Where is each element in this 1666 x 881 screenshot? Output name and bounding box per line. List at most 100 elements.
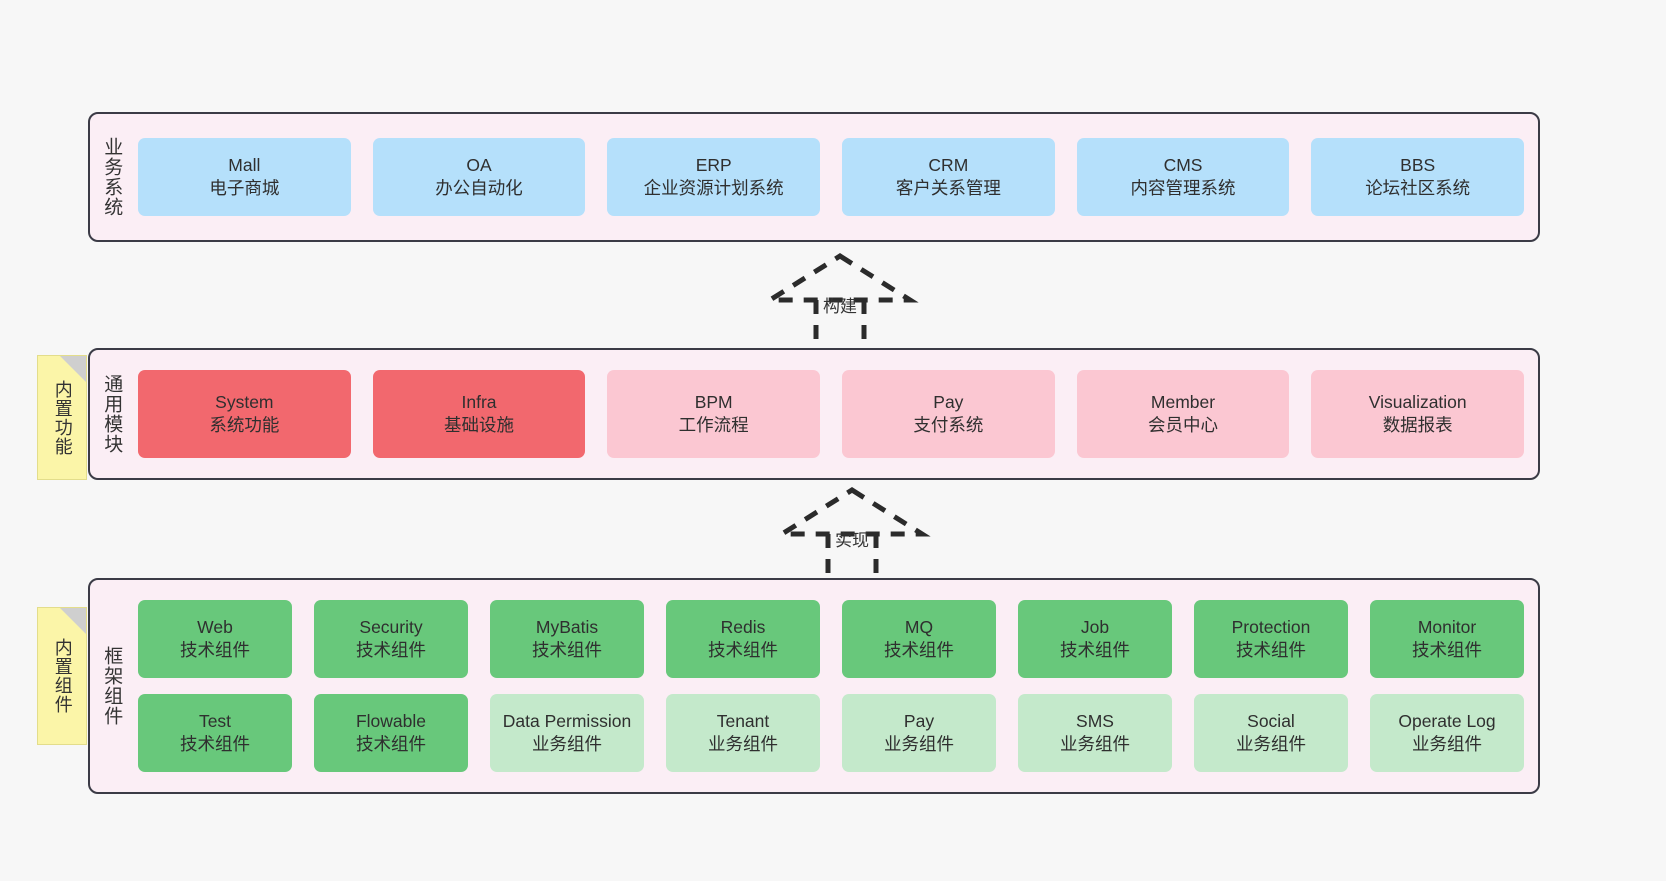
card-bpm[interactable]: BPM 工作流程 (607, 370, 821, 458)
card-visualization[interactable]: Visualization 数据报表 (1311, 370, 1525, 458)
realize-arrowhead-icon (773, 487, 931, 537)
card-mybatis-name: MyBatis (535, 617, 599, 638)
business-system-card-row: Mall 电子商城 OA 办公自动化 ERP 企业资源计划系统 CRM 客户关系… (138, 138, 1525, 216)
card-sms[interactable]: SMS 业务组件 (1018, 694, 1172, 772)
card-pay-component-desc: 业务组件 (884, 734, 954, 754)
layer-title-framework-component: 框架组件 (101, 646, 123, 726)
framework-business-component-row: Test 技术组件 Flowable 技术组件 Data Permission … (138, 694, 1524, 772)
card-social-name: Social (1247, 711, 1295, 732)
card-monitor[interactable]: Monitor 技术组件 (1370, 600, 1524, 678)
card-system-desc: 系统功能 (209, 415, 280, 435)
card-mq[interactable]: MQ 技术组件 (842, 600, 996, 678)
page-fold-icon (60, 608, 86, 634)
card-pay-component[interactable]: Pay 业务组件 (842, 694, 996, 772)
connector-realize-label: 实现 (835, 531, 869, 550)
connector-realize: 实现 (772, 486, 932, 582)
card-pay-module-name: Pay (933, 392, 964, 413)
card-test-desc: 技术组件 (180, 734, 250, 754)
sticky-note-builtin-function[interactable]: 内置功能 (37, 355, 87, 480)
card-erp-desc: 企业资源计划系统 (643, 178, 784, 198)
card-oa[interactable]: OA 办公自动化 (372, 138, 586, 216)
card-test[interactable]: Test 技术组件 (138, 694, 292, 772)
card-visualization-desc: 数据报表 (1382, 415, 1453, 435)
card-operate-log[interactable]: Operate Log 业务组件 (1370, 694, 1524, 772)
card-mybatis[interactable]: MyBatis 技术组件 (490, 600, 644, 678)
card-protection-name: Protection (1231, 617, 1311, 638)
card-job-name: Job (1080, 617, 1110, 638)
card-pay-module[interactable]: Pay 支付系统 (842, 370, 1055, 458)
card-data-permission[interactable]: Data Permission 业务组件 (490, 694, 644, 772)
card-flowable[interactable]: Flowable 技术组件 (314, 694, 468, 772)
card-job-desc: 技术组件 (1060, 640, 1130, 660)
card-security-desc: 技术组件 (356, 640, 426, 660)
card-mall-name: Mall (228, 155, 261, 176)
card-crm-name: CRM (928, 155, 969, 176)
card-operate-log-name: Operate Log (1398, 711, 1496, 732)
card-protection[interactable]: Protection 技术组件 (1194, 600, 1348, 678)
card-protection-desc: 技术组件 (1236, 640, 1306, 660)
card-bbs-name: BBS (1400, 155, 1436, 176)
layer-body-business-system: Mall 电子商城 OA 办公自动化 ERP 企业资源计划系统 CRM 客户关系… (132, 114, 1538, 240)
card-erp[interactable]: ERP 企业资源计划系统 (607, 138, 821, 216)
card-bpm-name: BPM (694, 392, 733, 413)
card-member-name: Member (1150, 392, 1216, 413)
card-sms-desc: 业务组件 (1060, 734, 1130, 754)
connector-build: 构建 (760, 252, 920, 348)
card-flowable-desc: 技术组件 (356, 734, 426, 754)
card-sms-name: SMS (1076, 711, 1114, 732)
layer-business-system: 业务系统 Mall 电子商城 OA 办公自动化 ERP 企业资源计划系统 CRM (88, 112, 1540, 242)
card-oa-name: OA (466, 155, 492, 176)
card-tenant-desc: 业务组件 (708, 734, 778, 754)
card-job[interactable]: Job 技术组件 (1018, 600, 1172, 678)
card-crm[interactable]: CRM 客户关系管理 (842, 138, 1055, 216)
card-cms[interactable]: CMS 内容管理系统 (1076, 138, 1290, 216)
card-mall[interactable]: Mall 电子商城 (138, 138, 351, 216)
layer-body-framework-component: Web 技术组件 Security 技术组件 MyBatis 技术组件 Redi… (132, 580, 1538, 792)
card-cms-name: CMS (1163, 155, 1203, 176)
card-mq-desc: 技术组件 (884, 640, 954, 660)
card-visualization-name: Visualization (1368, 392, 1467, 413)
card-infra-name: Infra (461, 392, 497, 413)
card-pay-component-name: Pay (903, 711, 935, 732)
card-bbs-desc: 论坛社区系统 (1365, 178, 1471, 198)
card-flowable-name: Flowable (355, 711, 427, 732)
page-fold-icon (60, 356, 86, 382)
card-tenant-name: Tenant (716, 711, 770, 732)
card-system[interactable]: System 系统功能 (138, 370, 351, 458)
card-web[interactable]: Web 技术组件 (138, 600, 292, 678)
card-oa-desc: 办公自动化 (435, 178, 523, 198)
sticky-note-builtin-component-label: 内置组件 (52, 638, 73, 714)
card-monitor-name: Monitor (1417, 617, 1477, 638)
connector-build-label: 构建 (823, 297, 857, 316)
card-operate-log-desc: 业务组件 (1412, 734, 1482, 754)
card-test-name: Test (198, 711, 232, 732)
card-redis[interactable]: Redis 技术组件 (666, 600, 820, 678)
card-social-desc: 业务组件 (1236, 734, 1306, 754)
card-web-desc: 技术组件 (180, 640, 250, 660)
card-web-name: Web (197, 617, 233, 638)
card-member[interactable]: Member 会员中心 (1076, 370, 1290, 458)
card-redis-name: Redis (720, 617, 766, 638)
layer-common-module: 通用模块 System 系统功能 Infra 基础设施 BPM 工作流程 Pay (88, 348, 1540, 480)
layer-framework-component: 框架组件 Web 技术组件 Security 技术组件 MyBatis 技术组件… (88, 578, 1540, 794)
layer-title-business-system: 业务系统 (101, 137, 123, 217)
card-security[interactable]: Security 技术组件 (314, 600, 468, 678)
framework-tech-component-row: Web 技术组件 Security 技术组件 MyBatis 技术组件 Redi… (138, 600, 1524, 678)
realize-stem-icon (825, 534, 879, 582)
card-infra-desc: 基础设施 (444, 415, 514, 435)
card-data-permission-desc: 业务组件 (532, 734, 602, 754)
card-mq-name: MQ (904, 617, 934, 638)
card-pay-module-desc: 支付系统 (913, 415, 984, 435)
card-member-desc: 会员中心 (1148, 415, 1219, 435)
layer-title-common-module: 通用模块 (101, 374, 123, 454)
card-bbs[interactable]: BBS 论坛社区系统 (1311, 138, 1525, 216)
card-data-permission-name: Data Permission (502, 711, 632, 732)
card-mall-desc: 电子商城 (209, 178, 280, 198)
card-bpm-desc: 工作流程 (678, 415, 749, 435)
card-social[interactable]: Social 业务组件 (1194, 694, 1348, 772)
card-system-name: System (215, 392, 274, 413)
sticky-note-builtin-component[interactable]: 内置组件 (37, 607, 87, 745)
card-tenant[interactable]: Tenant 业务组件 (666, 694, 820, 772)
card-infra[interactable]: Infra 基础设施 (372, 370, 586, 458)
